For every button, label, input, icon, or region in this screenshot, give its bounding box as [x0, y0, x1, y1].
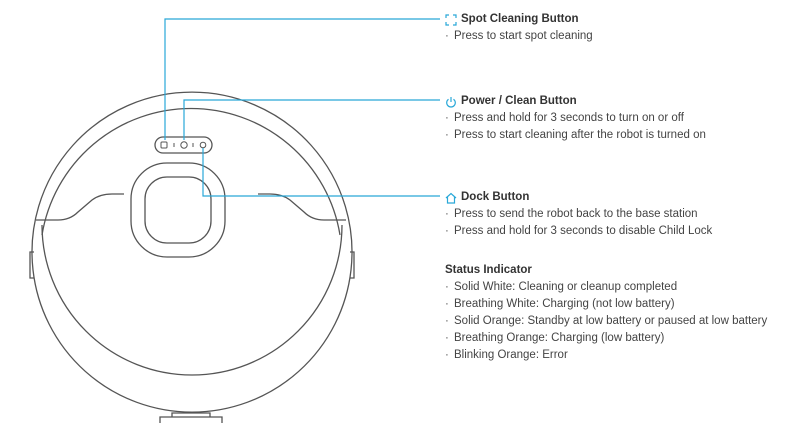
left-bumper: [29, 251, 34, 279]
power-leader-line: [183, 99, 440, 140]
status-list: Solid White: Cleaning or cleanup complet…: [445, 279, 767, 364]
status-item: Breathing White: Charging (not low batte…: [445, 296, 767, 313]
right-bumper: [350, 251, 355, 279]
status-item: Blinking Orange: Error: [445, 347, 767, 364]
dock-item: Press to send the robot back to the base…: [445, 206, 712, 223]
status-callout: Status Indicator Solid White: Cleaning o…: [445, 262, 767, 364]
dock-button-glyph[interactable]: [199, 141, 207, 149]
bottom-tab: [159, 416, 223, 423]
status-title: Status Indicator: [445, 264, 532, 276]
status-item: Solid Orange: Standby at low battery or …: [445, 313, 767, 330]
status-item: Solid White: Cleaning or cleanup complet…: [445, 279, 767, 296]
spot-heading: Spot Cleaning Button: [445, 11, 593, 28]
spot-cleaning-icon: [445, 13, 457, 26]
dock-title: Dock Button: [461, 191, 530, 203]
dock-list: Press to send the robot back to the base…: [445, 206, 712, 240]
home-icon: [445, 192, 457, 204]
spot-item: Press to start spot cleaning: [445, 28, 593, 45]
dock-callout: Dock Button Press to send the robot back…: [445, 189, 712, 240]
dock-heading: Dock Button: [445, 189, 712, 206]
robot-lower-shell: [41, 224, 343, 376]
laser-turret-outer: [130, 162, 226, 258]
robot-inner-rim: [41, 107, 341, 236]
spot-callout: Spot Cleaning Button Press to start spot…: [445, 11, 593, 45]
power-title: Power / Clean Button: [461, 95, 577, 107]
power-item: Press to start cleaning after the robot …: [445, 127, 706, 144]
power-list: Press and hold for 3 seconds to turn on …: [445, 110, 706, 144]
laser-turret-inner: [144, 176, 212, 244]
power-heading: Power / Clean Button: [445, 93, 706, 110]
power-button-glyph[interactable]: [180, 141, 188, 149]
spot-button-glyph[interactable]: [160, 141, 168, 149]
spot-list: Press to start spot cleaning: [445, 28, 593, 45]
robot-lid: [36, 193, 346, 221]
spot-title: Spot Cleaning Button: [461, 13, 579, 25]
dock-leader-line: [202, 148, 440, 197]
power-icon: [446, 96, 456, 108]
dock-item: Press and hold for 3 seconds to disable …: [445, 223, 712, 240]
status-item: Breathing Orange: Charging (low battery): [445, 330, 767, 347]
robot-outer-body: [31, 91, 353, 413]
spot-leader-line: [164, 18, 440, 140]
power-callout: Power / Clean Button Press and hold for …: [445, 93, 706, 144]
power-item: Press and hold for 3 seconds to turn on …: [445, 110, 706, 127]
